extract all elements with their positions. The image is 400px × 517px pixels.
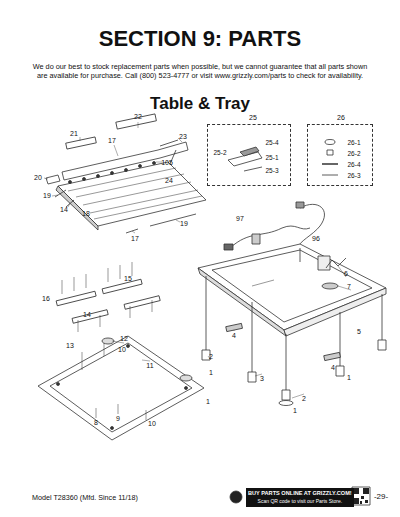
callout-number: 4: [331, 364, 335, 371]
callout-number: 25-3: [265, 168, 278, 175]
model-footer: Model T28360 (Mfd. Since 11/18): [32, 494, 138, 501]
tray: [198, 244, 386, 330]
callout-number: 1: [209, 369, 213, 376]
callout-number: 17: [131, 235, 139, 242]
callout-number: 1: [347, 374, 351, 381]
callout-number: 2: [209, 353, 213, 360]
tray-legs: [202, 248, 386, 406]
callout-number: 11: [146, 362, 153, 369]
intro-text: We do our best to stock replacement part…: [28, 62, 373, 80]
callout-number: 13: [66, 342, 74, 349]
callout-number: 12: [120, 335, 128, 342]
callout-number: 19: [43, 192, 51, 199]
part-group-box: 2525-425-225-125-3: [207, 124, 291, 186]
callout-number: 10: [148, 420, 156, 427]
callout-number: 10: [118, 346, 126, 353]
callout-number: 25-1: [265, 155, 278, 162]
callout-number: 5: [357, 328, 361, 335]
parts-store-banner: BUY PARTS ONLINE AT GRIZZLY.COM! Scan QR …: [246, 488, 354, 507]
callout-number: 14: [83, 311, 91, 318]
callout-number: 14: [60, 206, 68, 213]
callout-number: 25: [249, 114, 257, 121]
callout-number: 24: [165, 177, 173, 184]
pump-cord: [296, 204, 324, 250]
callout-number: 96: [312, 235, 320, 242]
callout-number: 23: [179, 133, 187, 140]
banner-text: Scan QR code to visit our Parts Store.: [258, 499, 342, 504]
bracket-set: [56, 279, 160, 323]
callout-number: 25-4: [265, 140, 278, 147]
callout-number: 2: [302, 395, 306, 402]
page-title: SECTION 9: PARTS: [0, 28, 400, 50]
qr-code: [352, 487, 370, 505]
callout-number: 3: [260, 375, 264, 382]
callout-number: 17: [108, 137, 116, 144]
callout-number: 22: [134, 113, 142, 120]
callout-number: 1: [206, 398, 210, 405]
callout-number: 20: [34, 174, 42, 181]
callout-number: 16: [42, 295, 50, 302]
part-26: [325, 140, 335, 145]
callout-number: 15: [124, 275, 132, 282]
callout-number: 25-2: [213, 150, 226, 157]
callout-number: 26: [337, 114, 345, 121]
callout-number: 4: [232, 332, 236, 339]
section-heading: Table & Tray: [150, 95, 250, 112]
bear-logo: [230, 491, 242, 503]
callout-number: 9: [116, 415, 120, 422]
callout-number: 1: [293, 407, 297, 414]
callout-number: 21: [70, 130, 78, 137]
banner-text: BUY PARTS ONLINE AT GRIZZLY.COM!: [248, 491, 352, 497]
callout-number: 18: [82, 210, 90, 217]
callout-number: 26-3: [347, 173, 360, 180]
callout-number: 19: [180, 220, 188, 227]
callout-number: 7: [347, 283, 351, 290]
callout-number: 97: [236, 215, 244, 222]
callout-number: 6: [344, 270, 348, 277]
frame: [38, 336, 204, 440]
callout-number: 8: [94, 419, 98, 426]
callout-number: 26-1: [347, 140, 360, 147]
callout-number: 26-4: [347, 162, 360, 169]
callout-number: 105: [161, 159, 173, 166]
part-group-box: 2626-126-226-426-3: [307, 124, 373, 186]
page-number: -29-: [374, 493, 388, 501]
callout-number: 26-2: [347, 151, 360, 158]
table-rail: [62, 142, 188, 180]
